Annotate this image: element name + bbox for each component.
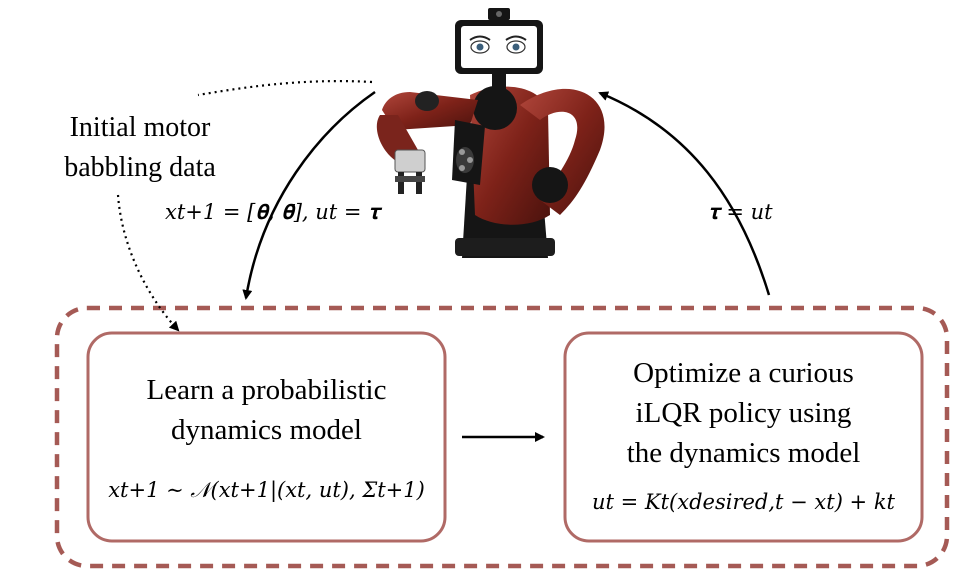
optimize-box-frame [563, 331, 924, 543]
learn-box-equation: xt+1 ∼ 𝒩(xt+1|(xt, ut), Σt+1) [108, 478, 425, 502]
learn-box-title: Learn a probabilistic dynamics model [88, 370, 445, 450]
torque-equation: 𝛕 = ut [708, 200, 773, 224]
robot-illustration [376, 8, 605, 258]
babbling-dotted-top [197, 79, 373, 97]
learn-box-frame [86, 331, 447, 543]
optimize-box-line2: iLQR policy using [635, 397, 852, 429]
learn-box-line2: dynamics model [171, 414, 362, 446]
optimize-box-line3: the dynamics model [626, 437, 861, 469]
optimize-box-equation: ut = Kt(xdesired,t − xt) + kt [592, 490, 895, 514]
state-action-equation: xt+1 = [𝛉, 𝛉̇], ut = 𝛕 [165, 200, 380, 224]
initial-data-line1: Initial motor [69, 112, 211, 143]
initial-data-label: Initial motor babbling data [40, 108, 240, 188]
optimize-box-line1: Optimize a curious [633, 357, 854, 389]
learn-box-line1: Learn a probabilistic [146, 374, 387, 406]
system-boundary-dashed [54, 305, 950, 569]
optimize-box-title: Optimize a curious iLQR policy using the… [565, 353, 922, 473]
data-to-model-arrow [242, 90, 376, 300]
policy-to-robot-arrow [598, 91, 771, 296]
initial-data-line2: babbling data [64, 152, 216, 183]
babbling-dotted-arrow [116, 194, 180, 332]
